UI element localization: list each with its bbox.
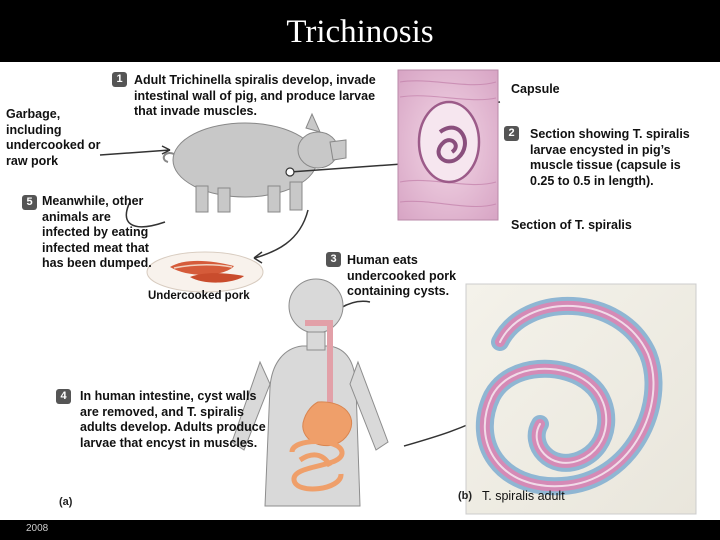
section-label: Section of T. spiralis [511,218,632,232]
step-5-text: Meanwhile, other animals are infected by… [42,194,152,270]
muscle-micrograph [397,69,499,221]
step-3-number: 3 [326,252,341,267]
step-4-text: In human intestine, cyst walls are remov… [80,389,266,450]
panel-b-label: (b) [458,490,473,502]
pork-plate-illustration [146,251,264,293]
step-4-number: 4 [56,389,71,404]
diagram-illustration [99,69,697,515]
adult-caption: T. spiralis adult [482,489,565,503]
footer: 2008 [0,520,720,540]
step-2-text: Section showing T. spiralis larvae encys… [530,127,690,188]
capsule-label: Capsule [511,82,560,96]
step-3-text: Human eats undercooked pork containing c… [347,253,457,298]
footer-year: 2008 [26,523,49,534]
panel-a-label: (a) [59,496,73,508]
title-bar [0,0,720,62]
step-5-number: 5 [22,195,37,210]
step-1-text: Adult Trichinella spiralis develop, inva… [134,73,376,118]
slide-canvas: 1 Adult Trichinella spiralis develop, in… [0,62,720,520]
worm-micrograph [465,283,697,515]
slide-title: Trichinosis [286,14,434,50]
garbage-label: Garbage, including undercooked or raw po… [6,107,101,168]
human-illustration [231,278,389,507]
pig-illustration [162,112,347,213]
step-1-number: 1 [112,72,127,87]
undercooked-pork-label: Undercooked pork [148,290,250,302]
step-2-number: 2 [504,126,519,141]
